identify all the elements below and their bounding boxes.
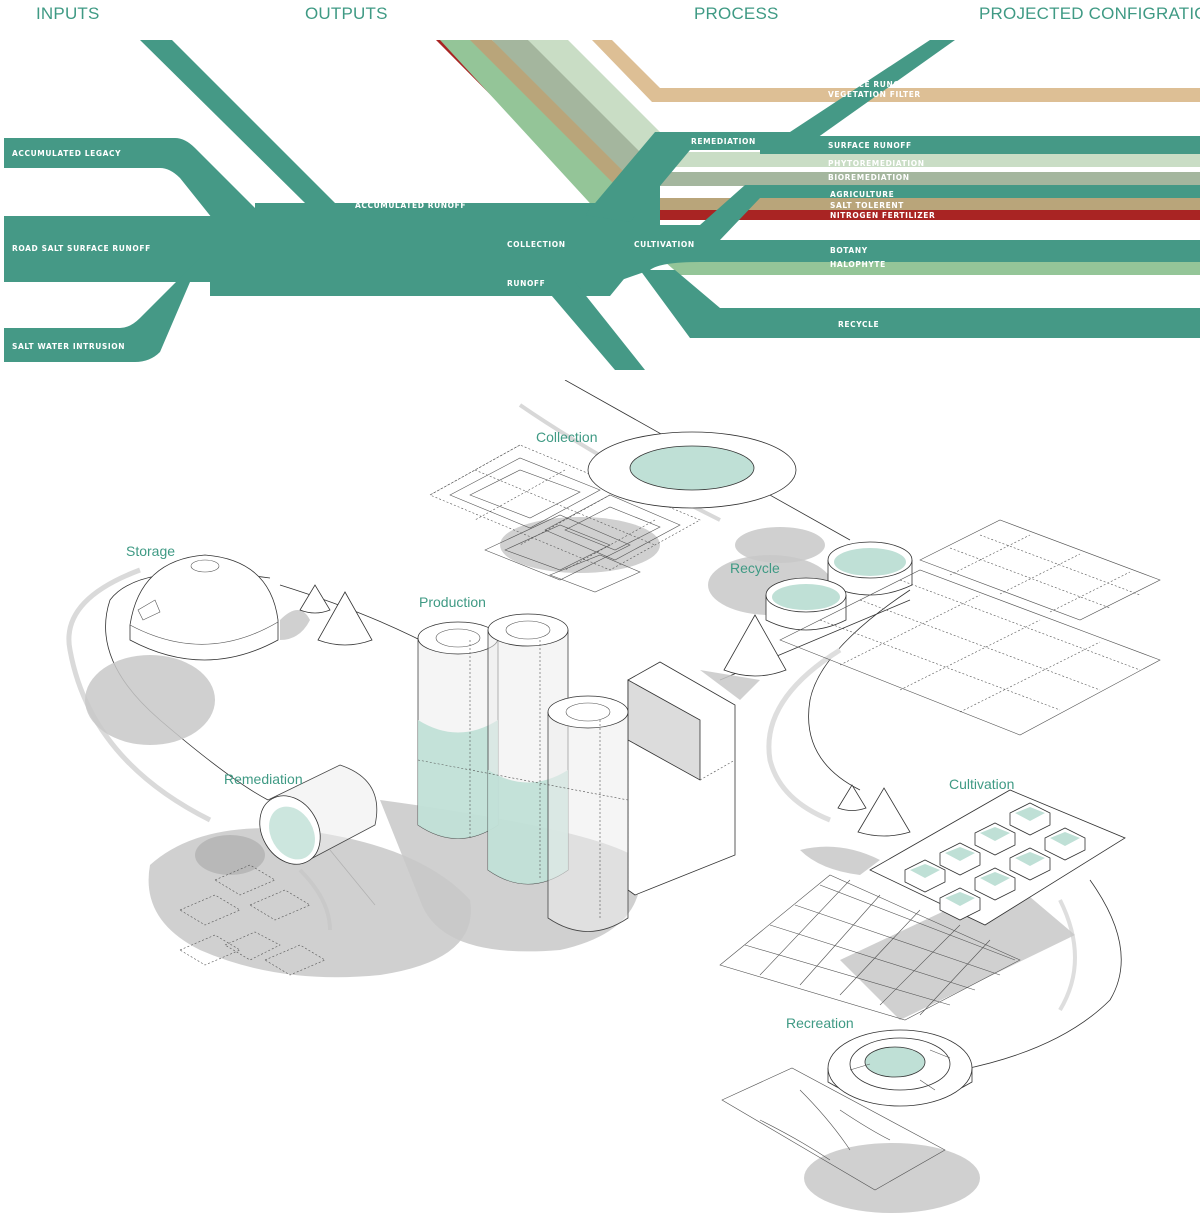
trunk-surface-runoff (760, 136, 1200, 154)
production-cylinder-3-top (547, 695, 629, 729)
trunk-remediation (585, 40, 955, 222)
path-cultivation-arc (1058, 899, 1077, 1012)
zone-label-cultivation: Cultivation (949, 776, 1014, 792)
strand-green-diagonal (440, 40, 640, 225)
label-phytoremediation: PHYTOREMEDIATION (828, 159, 925, 168)
recycle-grid (779, 519, 1161, 736)
label-runoff: RUNOFF (507, 279, 545, 288)
zone-label-recycle: Recycle (730, 560, 780, 576)
header-outputs: OUTPUTS (305, 4, 388, 23)
trunk-recycle (640, 270, 1200, 338)
production-cylinder-1-top (417, 621, 499, 655)
zone-label-storage: Storage (126, 543, 175, 559)
cultivation-planters (904, 802, 1086, 921)
recreation-pool (864, 1046, 926, 1078)
cultivation-platform (869, 789, 1126, 926)
zone-production: Production (380, 594, 736, 952)
recycle-tank-2-water (834, 548, 906, 576)
label-salt-tolerent: SALT TOLERENT (830, 201, 904, 210)
collection-grid (429, 444, 701, 593)
trunk-accumulated-runoff (210, 170, 660, 296)
cultivation-shadow (840, 880, 1075, 1020)
trunk-road-salt (4, 216, 600, 282)
label-road-salt: ROAD SALT SURFACE RUNOFF (12, 244, 151, 253)
cultivation-cone-2 (857, 787, 911, 837)
zone-storage: Storage (85, 543, 373, 745)
recycle-shadow-3 (700, 670, 760, 700)
pipe-cultivation-recreation (959, 879, 1122, 1071)
cultivation-triangle-grid (719, 874, 1021, 1021)
pipe-recycle-cultivation (808, 589, 911, 791)
trunk-outputs-diagonal (140, 40, 335, 203)
path-recycle-arc (766, 647, 842, 823)
recreation-plaza (721, 1067, 946, 1191)
zone-label-collection: Collection (536, 429, 597, 445)
path-storage-arc (66, 567, 212, 823)
remediation-scattered-panels (179, 864, 326, 976)
strand-halophyte (665, 262, 1200, 275)
label-cultivation: CULTIVATION (634, 240, 695, 249)
header-process: PROCESS (694, 4, 779, 23)
production-hidden-lines (417, 640, 629, 920)
zone-label-recreation: Recreation (786, 1015, 854, 1031)
storage-cone-2 (317, 591, 373, 646)
collection-basin-water (629, 445, 755, 491)
recycle-tank-1-water (772, 584, 840, 610)
header-projected-configuration: PROJECTED CONFIGRATION (979, 4, 1200, 23)
remediation-shadow-dark (195, 835, 265, 875)
label-surface-runoff-2: SURFACE RUNOFF (828, 141, 912, 150)
label-bioremediation: BIOREMEDIATION (828, 173, 910, 182)
flow-diagram: ACCUMULATED LEGACY ROAD SALT SURFACE RUN… (4, 40, 1200, 370)
storage-cone-1 (299, 584, 331, 614)
trunk-salt-water (4, 258, 240, 362)
cultivation-shadow-small (800, 846, 880, 875)
label-nitrogen-fertilizer: NITROGEN FERTILIZER (830, 211, 935, 220)
label-accumulated-runoff: ACCUMULATED RUNOFF (355, 201, 466, 210)
zone-recreation: Recreation (721, 1015, 980, 1213)
recycle-cone (723, 614, 787, 677)
storage-dome (129, 554, 279, 661)
label-accumulated-legacy: ACCUMULATED LEGACY (12, 149, 121, 158)
axonometric-site: Collection Storage (66, 380, 1161, 1213)
storage-dome-cap (190, 559, 220, 573)
storage-door (137, 599, 161, 621)
zone-label-production: Production (419, 594, 486, 610)
zone-collection: Collection (429, 429, 797, 593)
zone-cultivation: Cultivation (719, 776, 1126, 1021)
storage-shadow (85, 655, 215, 745)
trunk-cultivation (600, 185, 1200, 284)
production-cylinder-2-top (487, 613, 569, 647)
zone-recycle: Recycle (700, 519, 1161, 736)
label-agriculture: AGRICULTURE (830, 190, 894, 199)
recycle-shadow-2 (735, 527, 825, 563)
header-inputs: INPUTS (36, 4, 100, 23)
label-collection: COLLECTION (507, 240, 566, 249)
storage-shadow-small (280, 610, 310, 640)
recreation-seating (849, 1049, 951, 1091)
label-surface-runoff-1: SURFACE RUNOFF (828, 80, 912, 89)
label-vegetation-filter: VEGETATION FILTER (828, 90, 921, 99)
recreation-shadow (804, 1143, 980, 1213)
cultivation-cone-1 (837, 784, 867, 811)
label-botany: BOTANY (830, 246, 868, 255)
production-cylinder-3 (547, 712, 629, 932)
label-salt-water: SALT WATER INTRUSION (12, 342, 125, 351)
production-cylinder-1-water (418, 720, 498, 839)
remediation-cylinder-water (269, 806, 315, 860)
flow-trunks (4, 40, 1200, 370)
recreation-plaza-paths (759, 1089, 891, 1161)
label-recycle: RECYCLE (838, 320, 879, 329)
trunk-accumulated-legacy (4, 138, 262, 228)
storage-dome-base (129, 621, 279, 645)
zone-remediation: Remediation (148, 764, 471, 978)
label-remediation: REMEDIATION (691, 137, 756, 146)
label-halophyte: HALOPHYTE (830, 260, 886, 269)
trunk-runoff-diagonal (540, 282, 645, 370)
zone-label-remediation: Remediation (224, 771, 303, 787)
strand-phytoremediation (528, 40, 1200, 167)
